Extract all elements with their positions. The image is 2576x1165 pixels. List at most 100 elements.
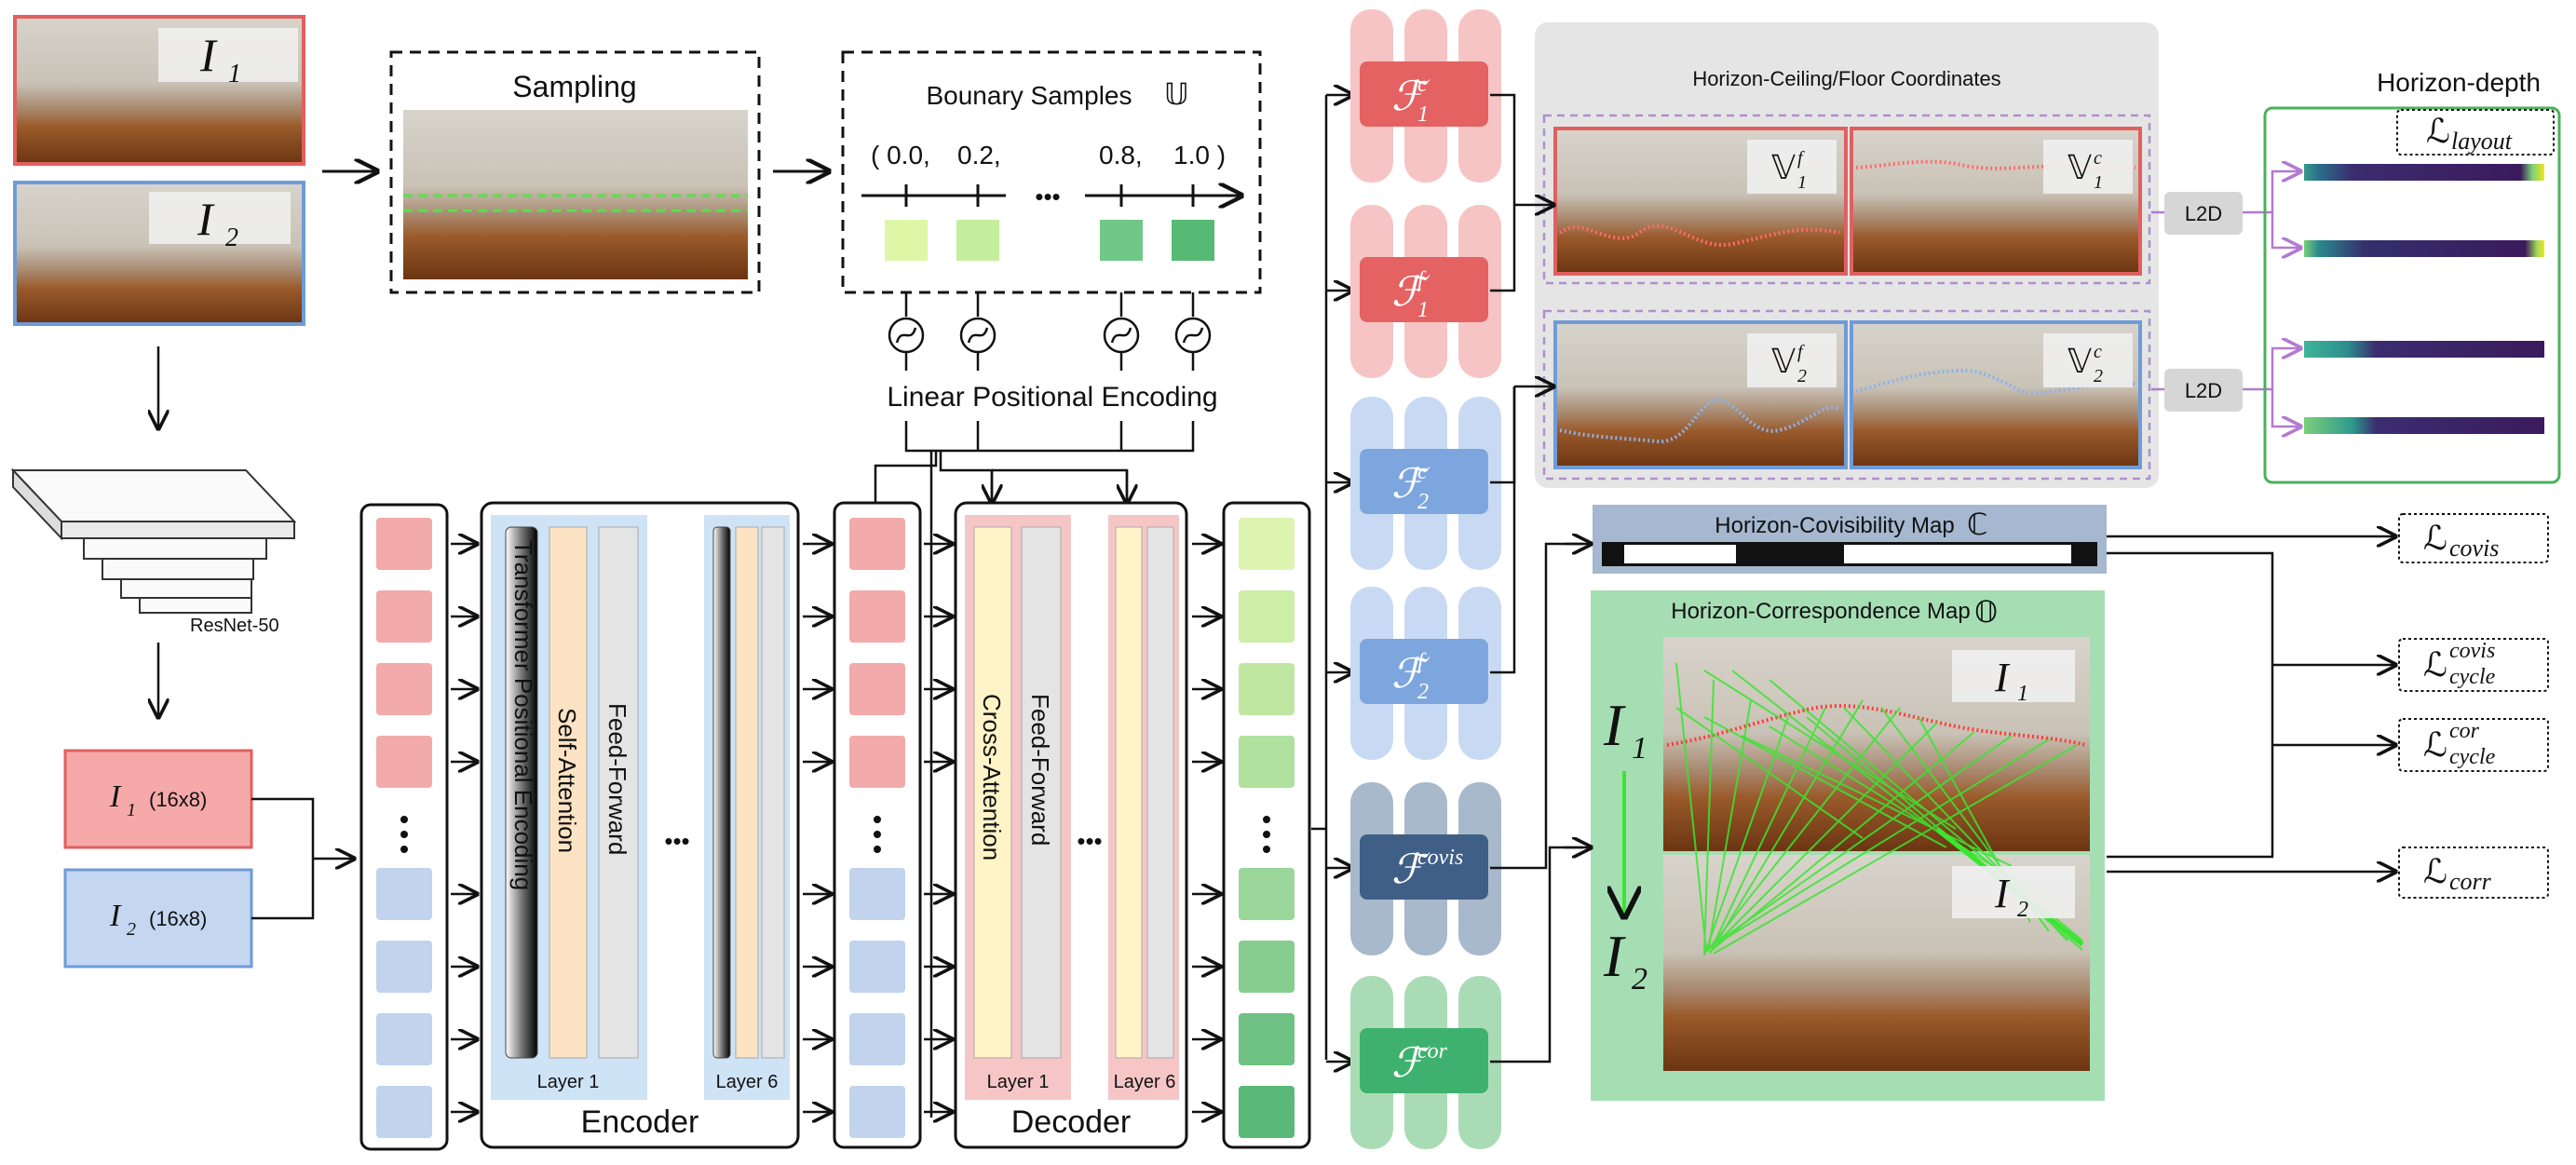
l2d-box-2 bbox=[2164, 369, 2243, 412]
svg-text:f: f bbox=[1797, 148, 1805, 169]
loss-corr: ℒ corr bbox=[2398, 847, 2549, 899]
head-arrows bbox=[1326, 95, 1352, 1062]
horizon-depth-title: Horizon-depth bbox=[2377, 68, 2541, 97]
decoder-cross-attention-block bbox=[973, 526, 1012, 1059]
layout-loss-sub: layout bbox=[2451, 128, 2513, 155]
input-token-1 bbox=[376, 590, 432, 643]
boundary-value-0: ( 0.0, bbox=[871, 141, 930, 169]
sample-square-0 bbox=[885, 220, 928, 261]
corr-i1-tag-label: I bbox=[1994, 655, 2011, 700]
output-dot-2 bbox=[1263, 846, 1270, 853]
svg-text:(16x8): (16x8) bbox=[149, 907, 207, 930]
output-token-7 bbox=[1239, 1086, 1295, 1138]
head-5-sup: cor bbox=[1417, 1039, 1448, 1063]
input-dot-2 bbox=[400, 846, 408, 853]
corr-left-i2: I bbox=[1603, 923, 1626, 989]
svg-text:(16x8): (16x8) bbox=[149, 788, 207, 811]
decoder-layer-first: Layer 1 bbox=[987, 1072, 1050, 1092]
svg-text:1: 1 bbox=[2094, 172, 2103, 193]
depth-bar-2 bbox=[2304, 240, 2544, 257]
decoder-layer6-ca bbox=[1115, 526, 1143, 1059]
svg-text:2: 2 bbox=[127, 919, 136, 940]
horizon-coords-title: Horizon-Ceiling/Floor Coordinates bbox=[1692, 67, 2000, 90]
pe-symbol-0 bbox=[888, 292, 925, 371]
covis-map-symbol: ℂ bbox=[1967, 508, 1987, 541]
pe-symbol-2 bbox=[1103, 292, 1140, 371]
head-1-sub: 1 bbox=[1417, 298, 1429, 322]
encoded-dot-0 bbox=[874, 816, 881, 823]
output-tokens bbox=[1239, 518, 1295, 1138]
encoder-tpe-block bbox=[505, 526, 538, 1059]
resnet-backbone bbox=[10, 467, 297, 614]
head-2-box bbox=[1360, 449, 1488, 514]
encoded-token-4 bbox=[849, 868, 905, 920]
encoder-ff-label: Feed-Forward bbox=[603, 703, 631, 855]
encoded-token-0 bbox=[849, 518, 905, 570]
encoder-layer6-ff bbox=[761, 526, 785, 1059]
svg-text:1: 1 bbox=[127, 800, 136, 820]
depth-bar-4 bbox=[2304, 417, 2544, 434]
covis-map-title: Horizon-Covisibility Map bbox=[1715, 513, 1954, 538]
boundary-value-3: 1.0 ) bbox=[1173, 141, 1226, 169]
feature-map-1: I 1 (16x8) bbox=[63, 749, 253, 849]
corr-i2-tag bbox=[1952, 866, 2075, 918]
input-dot-1 bbox=[400, 831, 408, 838]
svg-text:c: c bbox=[2094, 342, 2102, 362]
horizon-depth-box bbox=[2263, 106, 2561, 484]
svg-text:I: I bbox=[109, 899, 122, 933]
encoded-token-6 bbox=[849, 1013, 905, 1065]
decoder-ca-label: Cross-Attention bbox=[978, 694, 1006, 860]
depth-bar-3 bbox=[2304, 341, 2544, 358]
depth-bar-1 bbox=[2304, 164, 2544, 181]
output-token-3 bbox=[1239, 736, 1295, 788]
loss-connectors bbox=[2107, 551, 2274, 859]
corr-left-i1: I bbox=[1603, 692, 1626, 758]
head-0-box bbox=[1360, 61, 1488, 127]
corr-left-i1-sub: 1 bbox=[1632, 731, 1647, 765]
svg-text:𝕍: 𝕍 bbox=[2068, 343, 2092, 380]
encoder-tpe-label: Transformer Positional Encoding bbox=[509, 540, 537, 890]
svg-text:2: 2 bbox=[2094, 366, 2103, 386]
svg-text:cycle: cycle bbox=[2449, 665, 2496, 689]
svg-text:ℒ: ℒ bbox=[2423, 520, 2447, 557]
head-5-box bbox=[1360, 1028, 1488, 1093]
decoder-feed-forward-block bbox=[1021, 526, 1062, 1059]
boundary-value-2: 0.8, bbox=[1099, 141, 1143, 169]
decoder-title: Decoder bbox=[1011, 1104, 1132, 1140]
boundary-samples-box: Bounary Samples 𝕌 ( 0.0, 0.2, 0.8, 1.0 )… bbox=[841, 50, 1262, 294]
svg-text:cycle: cycle bbox=[2449, 745, 2496, 769]
encoded-tokens bbox=[849, 518, 905, 1138]
corr-map-symbol: 𝕆 bbox=[1974, 595, 1998, 629]
encoder-layer-last: Layer 6 bbox=[716, 1072, 779, 1092]
head-2-sub: 2 bbox=[1417, 490, 1429, 514]
v1f-image: 𝕍 f 1 bbox=[1553, 127, 1848, 276]
encoder-title: Encoder bbox=[581, 1104, 699, 1140]
sampling-title: Sampling bbox=[512, 70, 636, 103]
output-dot-1 bbox=[1263, 831, 1270, 838]
loss-cycle-cor: ℒ cor cycle bbox=[2398, 718, 2549, 772]
l2d-label-1: L2D bbox=[2185, 202, 2222, 225]
svg-text:f: f bbox=[1797, 342, 1805, 362]
svg-text:1: 1 bbox=[1797, 172, 1807, 193]
svg-text:ℒ: ℒ bbox=[2423, 646, 2447, 684]
corr-i2-tag-label: I bbox=[1994, 871, 2011, 916]
svg-text:covis: covis bbox=[2449, 639, 2495, 663]
layout-loss-box bbox=[2396, 109, 2555, 156]
output-token-6 bbox=[1239, 1013, 1295, 1065]
svg-text:cor: cor bbox=[2449, 719, 2480, 743]
input-2-sub: 2 bbox=[225, 224, 238, 252]
svg-text:I: I bbox=[109, 779, 122, 814]
encoder-self-attention-block bbox=[549, 526, 588, 1059]
sampling-box: Sampling bbox=[389, 50, 761, 294]
output-token-4 bbox=[1239, 868, 1295, 920]
svg-text:2: 2 bbox=[1797, 366, 1807, 386]
svg-text:𝕍: 𝕍 bbox=[1771, 149, 1796, 186]
input-token-3 bbox=[376, 736, 432, 788]
v2f-image: 𝕍 f 2 bbox=[1553, 320, 1848, 469]
head-1-sup: f bbox=[1417, 268, 1427, 292]
boundary-title: Bounary Samples bbox=[926, 81, 1132, 110]
head-2-sup: c bbox=[1417, 460, 1428, 484]
layout-loss-sym: ℒ bbox=[2426, 113, 2450, 150]
